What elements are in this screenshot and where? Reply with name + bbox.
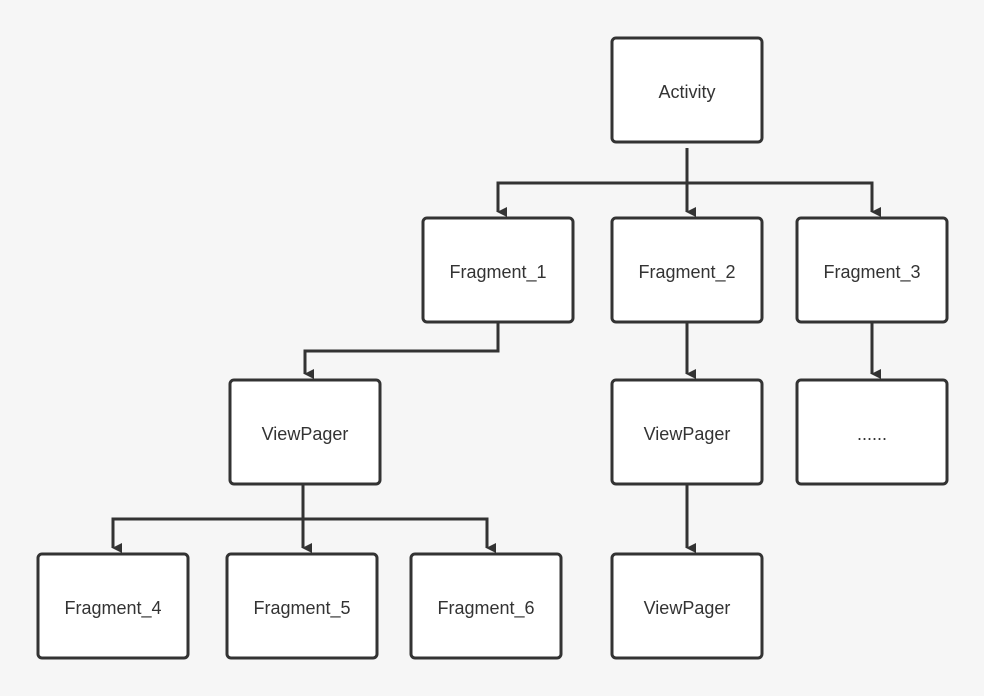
node-fragment-3: Fragment_3 xyxy=(795,216,949,324)
node-viewpager-middle-label: ViewPager xyxy=(644,424,731,444)
node-fragment-6-label: Fragment_6 xyxy=(437,598,534,619)
node-fragment-5: Fragment_5 xyxy=(225,552,379,660)
node-fragment-2-label: Fragment_2 xyxy=(638,262,735,283)
node-fragment-4-box xyxy=(36,552,190,660)
node-fragment-3-box xyxy=(795,216,949,324)
node-fragment-5-box xyxy=(225,552,379,660)
edge-viewpager-fragment-6 xyxy=(303,517,496,553)
node-fragment-1: Fragment_1 xyxy=(421,216,575,324)
edges xyxy=(111,148,881,553)
edge-activity-fragment-1 xyxy=(496,148,689,217)
node-fragment-5-label: Fragment_5 xyxy=(253,598,350,619)
node-fragment-1-label: Fragment_1 xyxy=(449,262,546,283)
node-fragment-2-box xyxy=(610,216,764,324)
node-viewpager-left-box xyxy=(228,378,382,486)
node-viewpager-bottom: ViewPager xyxy=(610,552,764,660)
node-fragment-3-label: Fragment_3 xyxy=(823,262,920,283)
edge-fragment-1-viewpager xyxy=(303,323,500,379)
node-viewpager-bottom-label: ViewPager xyxy=(644,598,731,618)
node-viewpager-left: ViewPager xyxy=(228,378,382,486)
node-fragment-6: Fragment_6 xyxy=(409,552,563,660)
node-fragment-4: Fragment_4 xyxy=(36,552,190,660)
node-activity: Activity xyxy=(610,36,764,144)
node-fragment-4-label: Fragment_4 xyxy=(64,598,161,619)
node-viewpager-left-label: ViewPager xyxy=(262,424,349,444)
node-ellipsis-box xyxy=(795,378,949,486)
node-activity-box xyxy=(610,36,764,144)
edge-activity-fragment-3 xyxy=(687,181,881,217)
node-fragment-6-box xyxy=(409,552,563,660)
node-activity-label: Activity xyxy=(658,82,715,102)
node-fragment-2: Fragment_2 xyxy=(610,216,764,324)
node-fragment-1-box xyxy=(421,216,575,324)
node-ellipsis: ...... xyxy=(795,378,949,486)
node-viewpager-bottom-box xyxy=(610,552,764,660)
edge-viewpager-fragment-4 xyxy=(111,485,305,553)
node-ellipsis-label: ...... xyxy=(857,424,887,444)
node-viewpager-middle: ViewPager xyxy=(610,378,764,486)
node-viewpager-middle-box xyxy=(610,378,764,486)
